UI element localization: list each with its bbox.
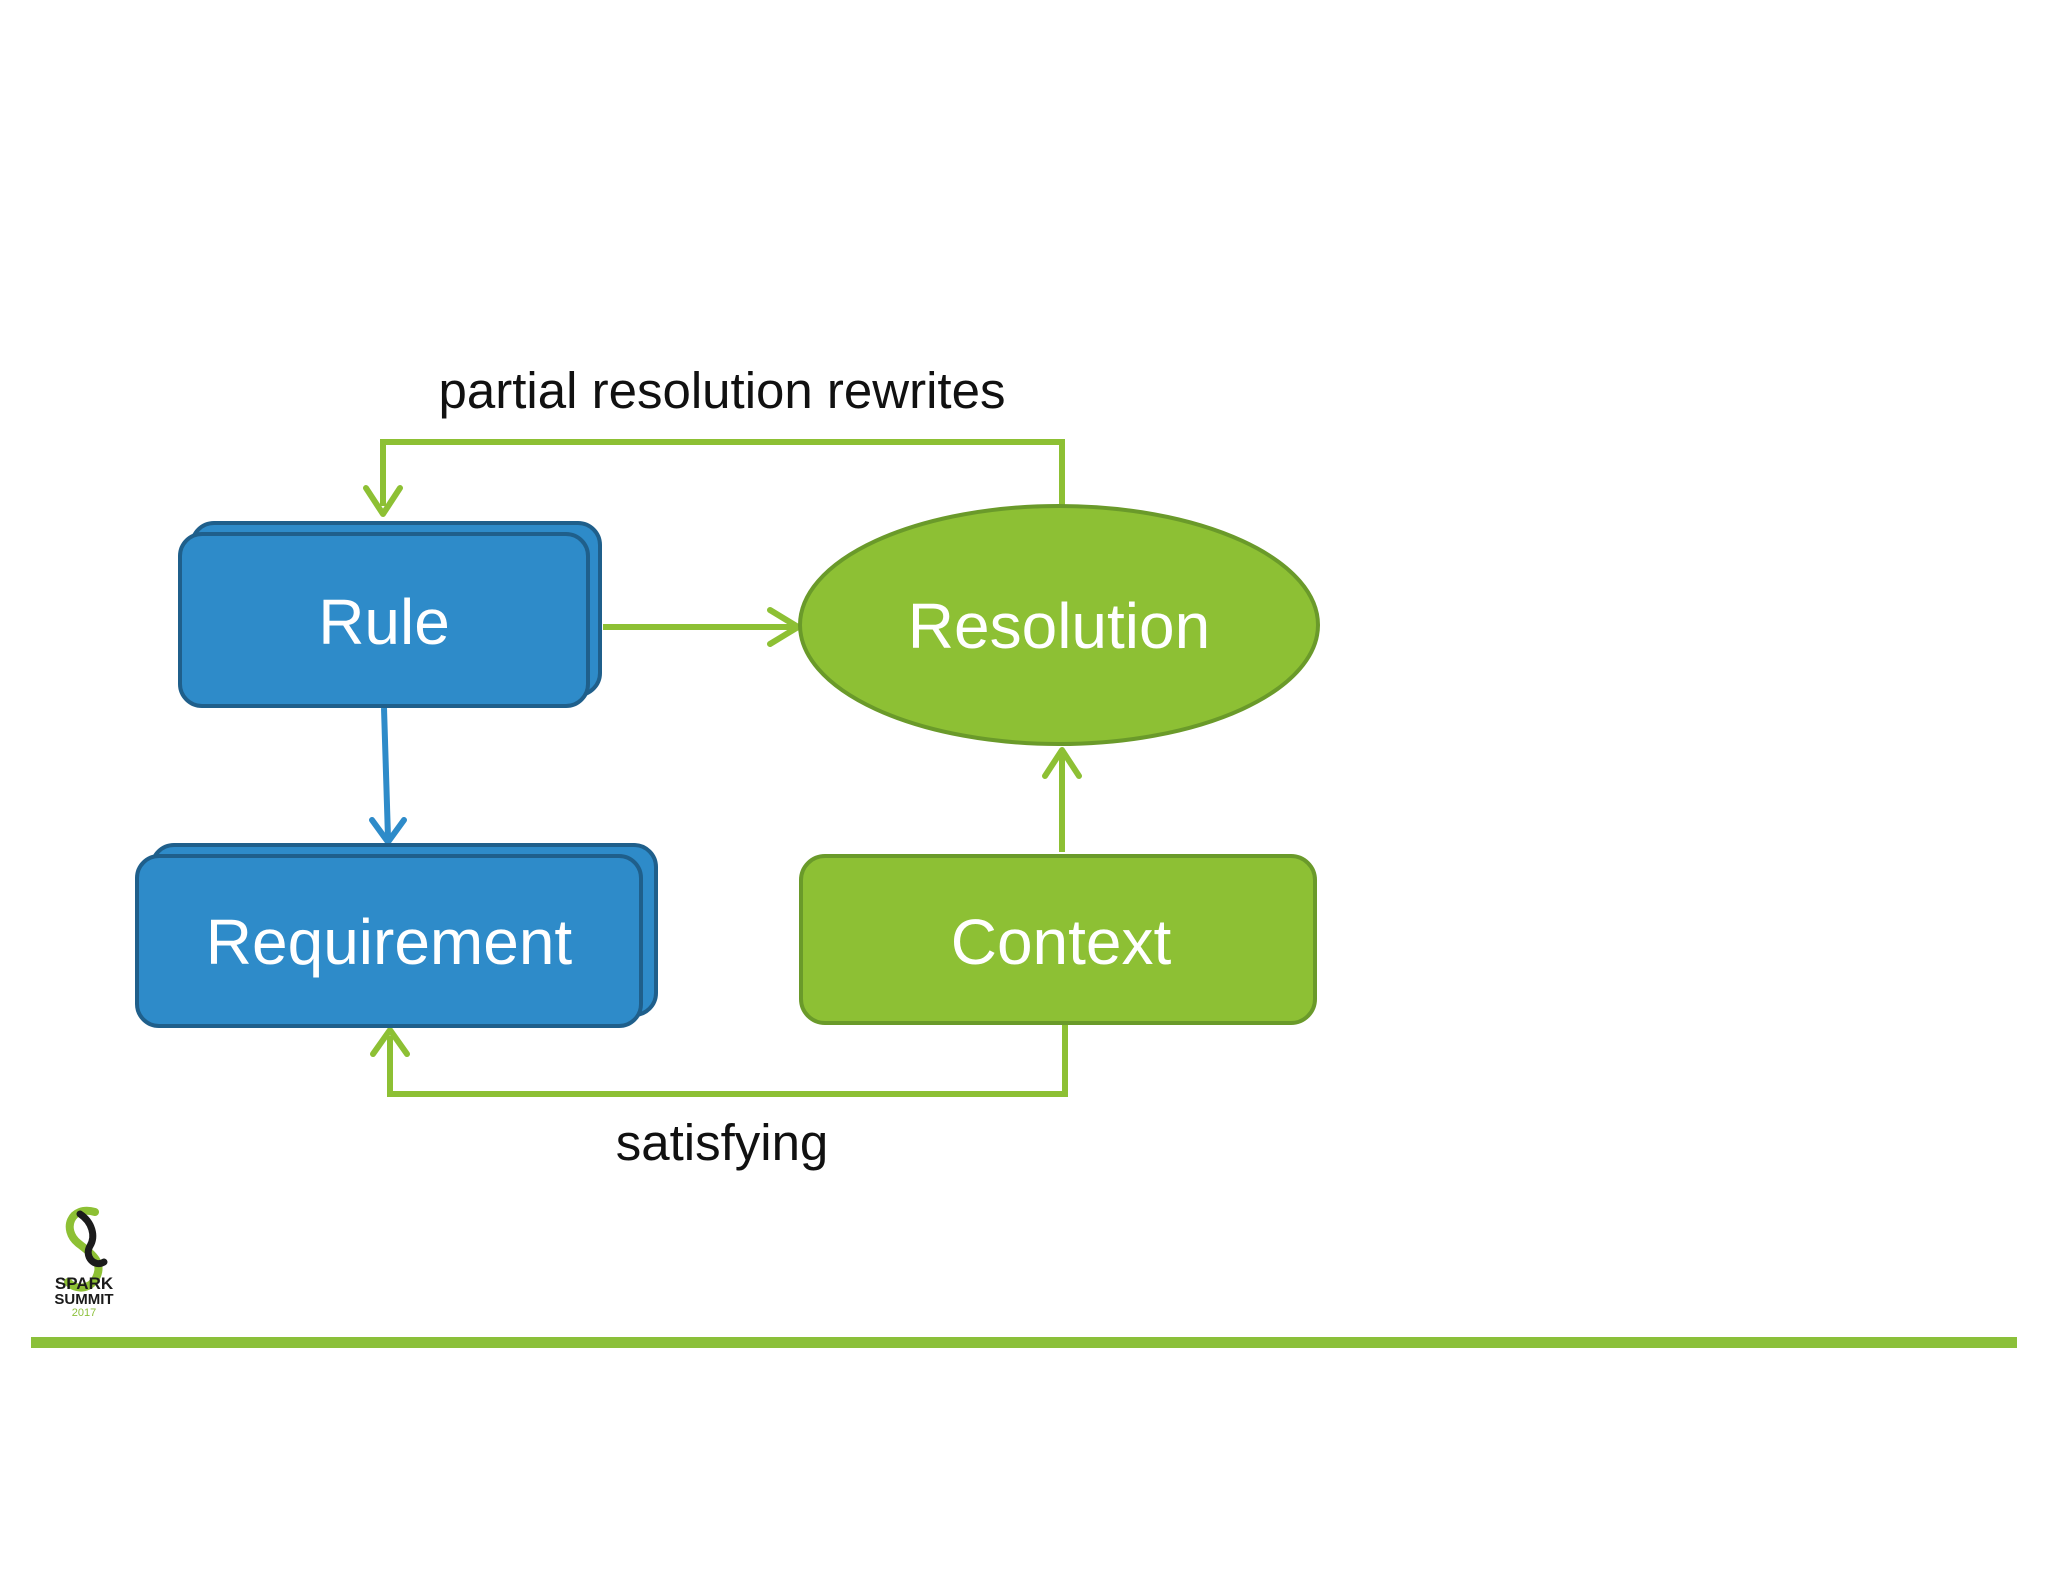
footer-bar (31, 1337, 2017, 1348)
node-context-label: Context (951, 906, 1172, 978)
node-rule-card (178, 532, 590, 708)
edge-rule-to-resolution (603, 607, 801, 647)
edge-label-partial-resolution-rewrites: partial resolution rewrites (439, 362, 1006, 419)
node-context: Context (799, 854, 1317, 1025)
node-resolution-label: Resolution (908, 590, 1210, 662)
logo-line-summit: SUMMIT (54, 1291, 113, 1308)
node-requirement-card (135, 854, 643, 1028)
node-requirement-label: Requirement (206, 906, 573, 978)
spark-summit-logo: SPARK SUMMIT 2017 (54, 1206, 114, 1319)
edge-partial-resolution-rewrites (363, 439, 1065, 517)
node-requirement: Requirement (135, 843, 658, 1028)
node-resolution-shape (798, 504, 1320, 746)
edge-satisfying (370, 1024, 1068, 1097)
node-rule-label: Rule (318, 586, 450, 658)
node-context-shape (799, 854, 1317, 1025)
spark-summit-logo-mark (64, 1206, 108, 1292)
edge-context-to-resolution (1042, 747, 1082, 852)
edge-rule-to-requirement (369, 707, 407, 845)
node-rule: Rule (178, 521, 602, 708)
node-resolution: Resolution (798, 504, 1320, 746)
logo-year: 2017 (72, 1307, 96, 1319)
logo-line-spark: SPARK (55, 1274, 114, 1293)
edge-label-satisfying: satisfying (616, 1114, 829, 1171)
